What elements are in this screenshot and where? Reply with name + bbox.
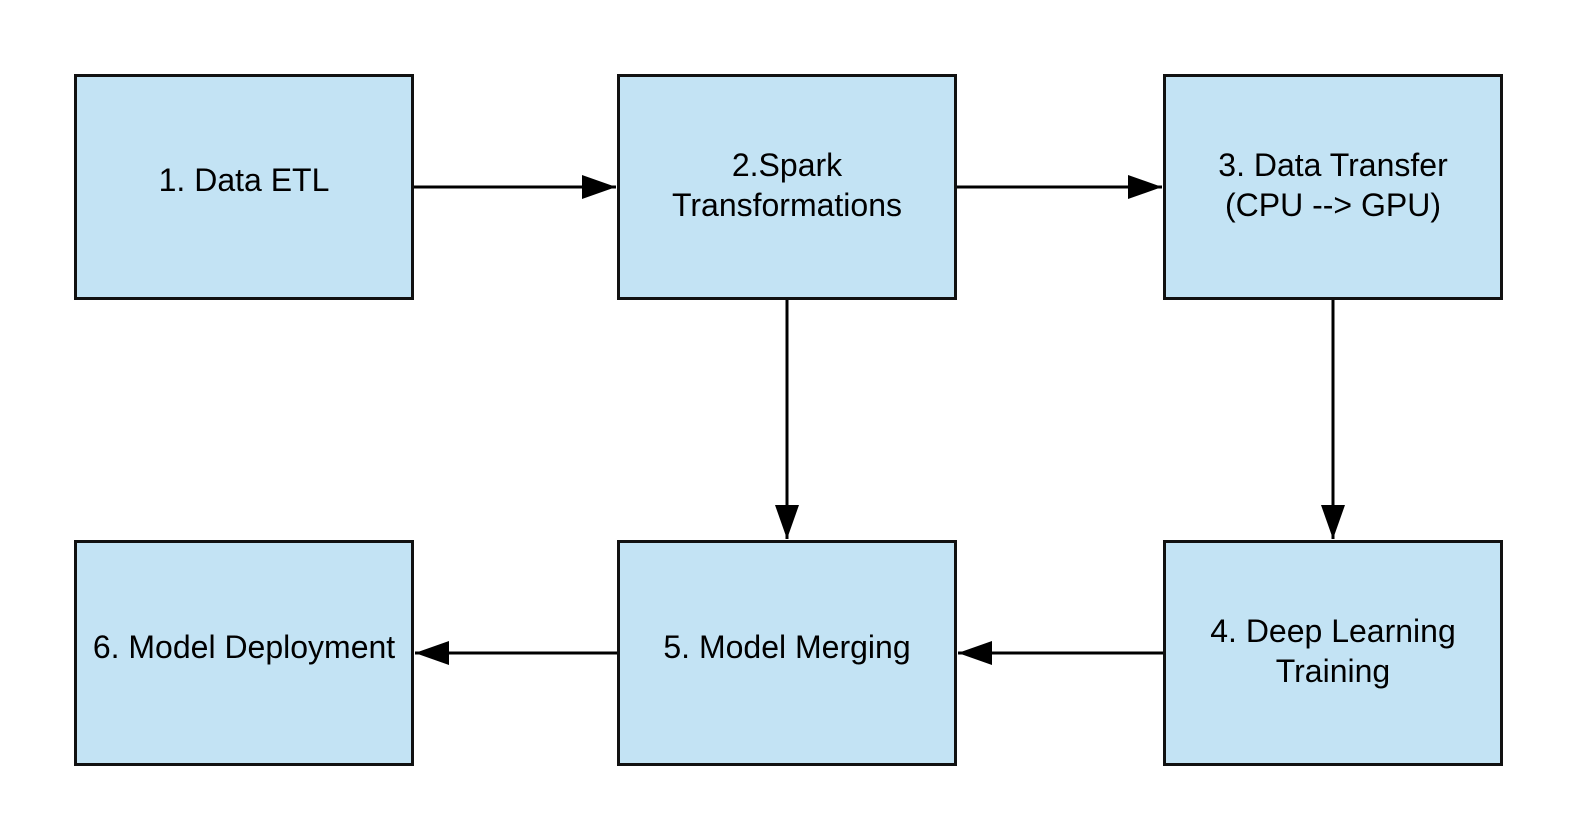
node-data-transfer: 3. Data Transfer (CPU --> GPU) <box>1163 74 1503 300</box>
node-label: 5. Model Merging <box>663 629 911 665</box>
node-spark-transformations: 2.Spark Transformations <box>617 74 957 300</box>
node-deep-learning-training: 4. Deep Learning Training <box>1163 540 1503 766</box>
node-label: 2.Spark Transformations <box>672 146 902 223</box>
node-data-etl: 1. Data ETL <box>74 74 414 300</box>
node-label: 1. Data ETL <box>158 162 330 198</box>
node-model-merging: 5. Model Merging <box>617 540 957 766</box>
node-model-deployment: 6. Model Deployment <box>74 540 414 766</box>
node-label: 3. Data Transfer (CPU --> GPU) <box>1218 146 1448 223</box>
node-label: 4. Deep Learning Training <box>1210 612 1456 689</box>
node-label: 6. Model Deployment <box>92 629 396 665</box>
